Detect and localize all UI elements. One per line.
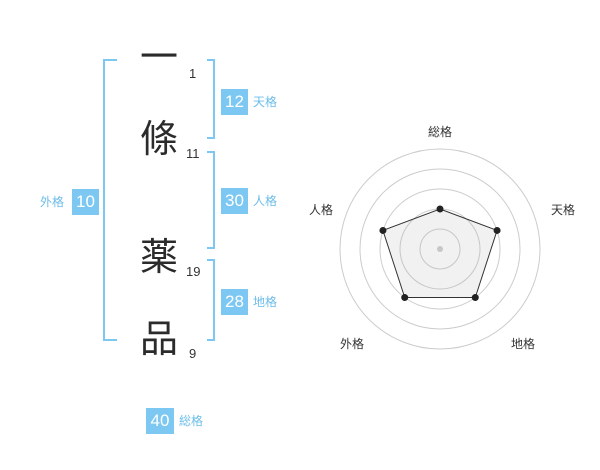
chikaku-label: 地格 xyxy=(253,295,278,309)
jinkaku-label: 人格 xyxy=(253,194,278,208)
gaikaku-bracket xyxy=(103,59,117,341)
name-char-1: 一 xyxy=(140,35,179,79)
soukaku-value: 40 xyxy=(146,408,174,434)
radar-ring-1 xyxy=(419,228,461,270)
soukaku-label: 総格 xyxy=(179,414,204,428)
name-char-4: 品 xyxy=(140,317,179,361)
radar-point-2 xyxy=(493,226,501,234)
stroke-count-2: 11 xyxy=(186,146,200,161)
radar-ring-3 xyxy=(379,188,501,310)
tenkaku-value: 12 xyxy=(221,89,248,115)
radar-ring-5 xyxy=(339,148,541,350)
chikaku-bracket xyxy=(207,259,215,341)
gaikaku-label: 外格 xyxy=(40,195,65,209)
stroke-count-1: 1 xyxy=(189,66,197,81)
radar-center xyxy=(437,246,443,252)
radar-axis-label-tenkaku: 天格 xyxy=(551,203,576,217)
jinkaku-value: 30 xyxy=(221,188,248,214)
radar-axis-label-soukaku: 総格 xyxy=(428,125,453,139)
stroke-count-4: 9 xyxy=(189,346,197,361)
radar-point-4 xyxy=(401,294,409,302)
gaikaku-value: 10 xyxy=(72,189,99,215)
name-char-3: 薬 xyxy=(140,235,179,279)
name-char-2: 條 xyxy=(140,117,179,161)
radar-axis-label-chikaku: 地格 xyxy=(511,337,536,351)
stroke-count-3: 19 xyxy=(186,264,201,279)
radar-axis-label-jinkaku: 人格 xyxy=(309,203,334,217)
tenkaku-label: 天格 xyxy=(253,95,278,109)
jinkaku-bracket xyxy=(207,151,215,249)
radar-axis-label-gaikaku: 外格 xyxy=(340,337,365,351)
radar-ring-4 xyxy=(359,168,521,330)
radar-polygon xyxy=(382,208,498,299)
radar-point-5 xyxy=(379,226,387,234)
radar-point-1 xyxy=(436,205,444,213)
tenkaku-bracket xyxy=(207,59,215,139)
radar-point-3 xyxy=(471,294,479,302)
chikaku-value: 28 xyxy=(221,289,248,315)
